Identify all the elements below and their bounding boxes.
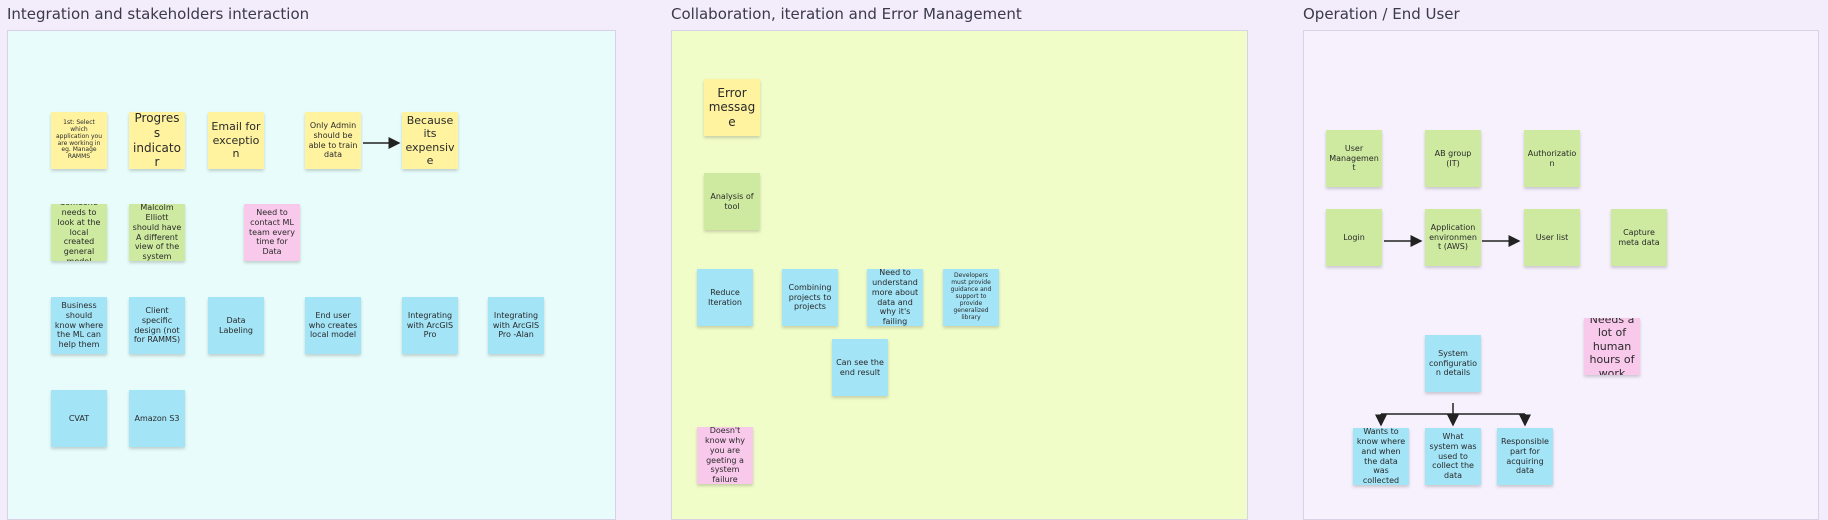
sticky-note[interactable]: Because its expensive	[402, 112, 458, 169]
sticky-note[interactable]: User list	[1524, 209, 1580, 266]
sticky-note[interactable]: End user who creates local model	[305, 297, 361, 354]
sticky-note[interactable]: Combining projects to projects	[782, 269, 838, 326]
sticky-note[interactable]: Authorization	[1524, 130, 1580, 187]
frame-title-integration: Integration and stakeholders interaction	[7, 5, 310, 23]
sticky-note[interactable]: Progress indicator	[129, 112, 185, 169]
sticky-note[interactable]: Email for exception	[208, 112, 264, 169]
sticky-note[interactable]: Someone needs to look at the local creat…	[51, 204, 107, 261]
sticky-note[interactable]: Error message	[704, 79, 760, 136]
sticky-note[interactable]: Integrating with ArcGIS Pro	[402, 297, 458, 354]
sticky-note[interactable]: Need to contact ML team every time for D…	[244, 204, 300, 261]
sticky-note[interactable]: Client specific design (not for RAMMS)	[129, 297, 185, 354]
sticky-note[interactable]: Reduce Iteration	[697, 269, 753, 326]
sticky-note[interactable]: Malcolm Elliott should have A different …	[129, 204, 185, 261]
sticky-note[interactable]: CVAT	[51, 390, 107, 447]
sticky-note[interactable]: Application environment (AWS)	[1425, 209, 1481, 266]
sticky-note[interactable]: Amazon S3	[129, 390, 185, 447]
sticky-note[interactable]: Wants to know where and when the data wa…	[1353, 428, 1409, 485]
sticky-note[interactable]: System configuration details	[1425, 335, 1481, 392]
frame-title-operation: Operation / End User	[1303, 5, 1460, 23]
frame-integration[interactable]	[7, 30, 616, 520]
sticky-note[interactable]: Only Admin should be able to train data	[305, 112, 361, 169]
sticky-note[interactable]: AB group (IT)	[1425, 130, 1481, 187]
sticky-note[interactable]: 1st: Select which application you are wo…	[51, 112, 107, 169]
frame-title-collaboration: Collaboration, iteration and Error Manag…	[671, 5, 1022, 23]
sticky-note[interactable]: Login	[1326, 209, 1382, 266]
sticky-note[interactable]: Analysis of tool	[704, 173, 760, 230]
sticky-note[interactable]: User Management	[1326, 130, 1382, 187]
sticky-note[interactable]: Integrating with ArcGIS Pro -Alan	[488, 297, 544, 354]
sticky-note[interactable]: What system was used to collect the data	[1425, 428, 1481, 485]
sticky-note[interactable]: Business should know where the ML can he…	[51, 297, 107, 354]
sticky-note[interactable]: Capture meta data	[1611, 209, 1667, 266]
sticky-note[interactable]: Can see the end result	[832, 339, 888, 396]
sticky-note[interactable]: Data Labeling	[208, 297, 264, 354]
sticky-note[interactable]: Responsible part for acquiring data	[1497, 428, 1553, 485]
sticky-note[interactable]: Needs a lot of human hours of work	[1584, 318, 1640, 375]
sticky-note[interactable]: Developers must provide guidance and sup…	[943, 269, 999, 326]
sticky-note[interactable]: Doesn't know why you are geeting a syste…	[697, 427, 753, 484]
sticky-note[interactable]: Need to understand more about data and w…	[867, 269, 923, 326]
